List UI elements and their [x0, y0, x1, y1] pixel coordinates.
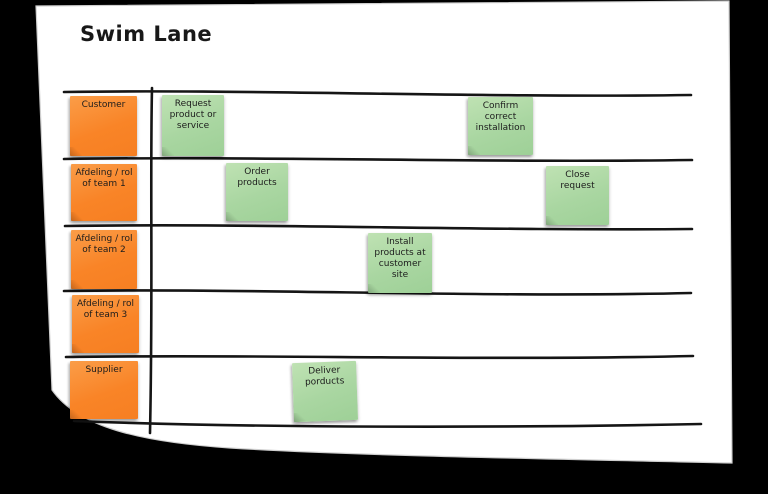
lane-note-label: Customer: [81, 100, 126, 110]
lane-line-2: [62, 156, 694, 163]
lane-line-5: [64, 354, 695, 360]
lane-note-team-2[interactable]: Afdeling / rol of team 2: [71, 230, 137, 289]
task-note-install-products[interactable]: Install products at customer site: [368, 233, 432, 293]
task-note-label: Install products at customer site: [374, 237, 426, 280]
lane-line-6: [72, 419, 703, 429]
task-note-label: Deliver porducts: [304, 365, 345, 388]
page-title: Swim Lane: [80, 22, 213, 46]
paper-sheet: [35, 0, 733, 464]
lane-note-label: Supplier: [85, 365, 123, 375]
lane-note-label: Afdeling / rol of team 1: [75, 168, 133, 189]
label-column-line: [148, 86, 154, 435]
lane-note-label: Afdeling / rol of team 2: [75, 234, 133, 255]
lane-line-1: [62, 90, 693, 97]
lane-note-team-3[interactable]: Afdeling / rol of team 3: [72, 295, 139, 353]
task-note-label: Request product or service: [169, 99, 217, 131]
task-note-request-product[interactable]: Request product or service: [162, 95, 224, 156]
task-note-label: Order products: [237, 167, 277, 188]
lane-note-label: Afdeling / rol of team 3: [77, 299, 134, 320]
lane-line-3: [63, 224, 694, 231]
task-note-deliver-products[interactable]: Deliver porducts: [291, 360, 359, 423]
task-note-order-products[interactable]: Order products: [226, 163, 288, 221]
task-note-close-request[interactable]: Close request: [546, 166, 609, 225]
task-note-label: Close request: [560, 170, 595, 191]
lane-note-supplier[interactable]: Supplier: [70, 361, 138, 419]
lane-note-customer[interactable]: Customer: [70, 96, 137, 156]
task-note-confirm-installation[interactable]: Confirm correct installation: [468, 97, 533, 155]
task-note-label: Confirm correct installation: [475, 101, 526, 133]
lane-note-team-1[interactable]: Afdeling / rol of team 1: [71, 164, 137, 221]
